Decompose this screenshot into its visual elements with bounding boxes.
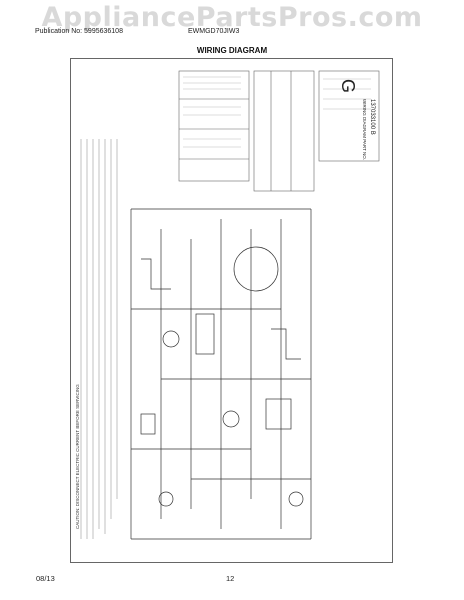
wiring-diagram: CAUTION: DISCONNECT ELECTRIC CURRENT BEF… — [75, 70, 380, 540]
watermark-logo: AppliancePartsPros.com — [41, 2, 423, 33]
page-title: WIRING DIAGRAM — [196, 46, 268, 55]
caution-text: CAUTION: DISCONNECT ELECTRIC CURRENT BEF… — [75, 384, 80, 529]
legend-table — [178, 70, 380, 192]
diagram-letter: G — [338, 79, 358, 93]
schematic — [130, 208, 312, 540]
page-number: 12 — [226, 574, 235, 583]
part-label: WIRING DIAGRAM PART NO. — [362, 99, 367, 160]
part-number: 137033100 B — [369, 99, 375, 135]
footer-date: 08/13 — [36, 574, 55, 583]
wiring-diagram-frame: CAUTION: DISCONNECT ELECTRIC CURRENT BEF… — [70, 58, 393, 563]
caution-text-block — [80, 139, 118, 539]
model-number: EWMGD70JIW3 — [188, 28, 240, 35]
publication-number: Publication No: 5995636108 — [35, 28, 123, 35]
